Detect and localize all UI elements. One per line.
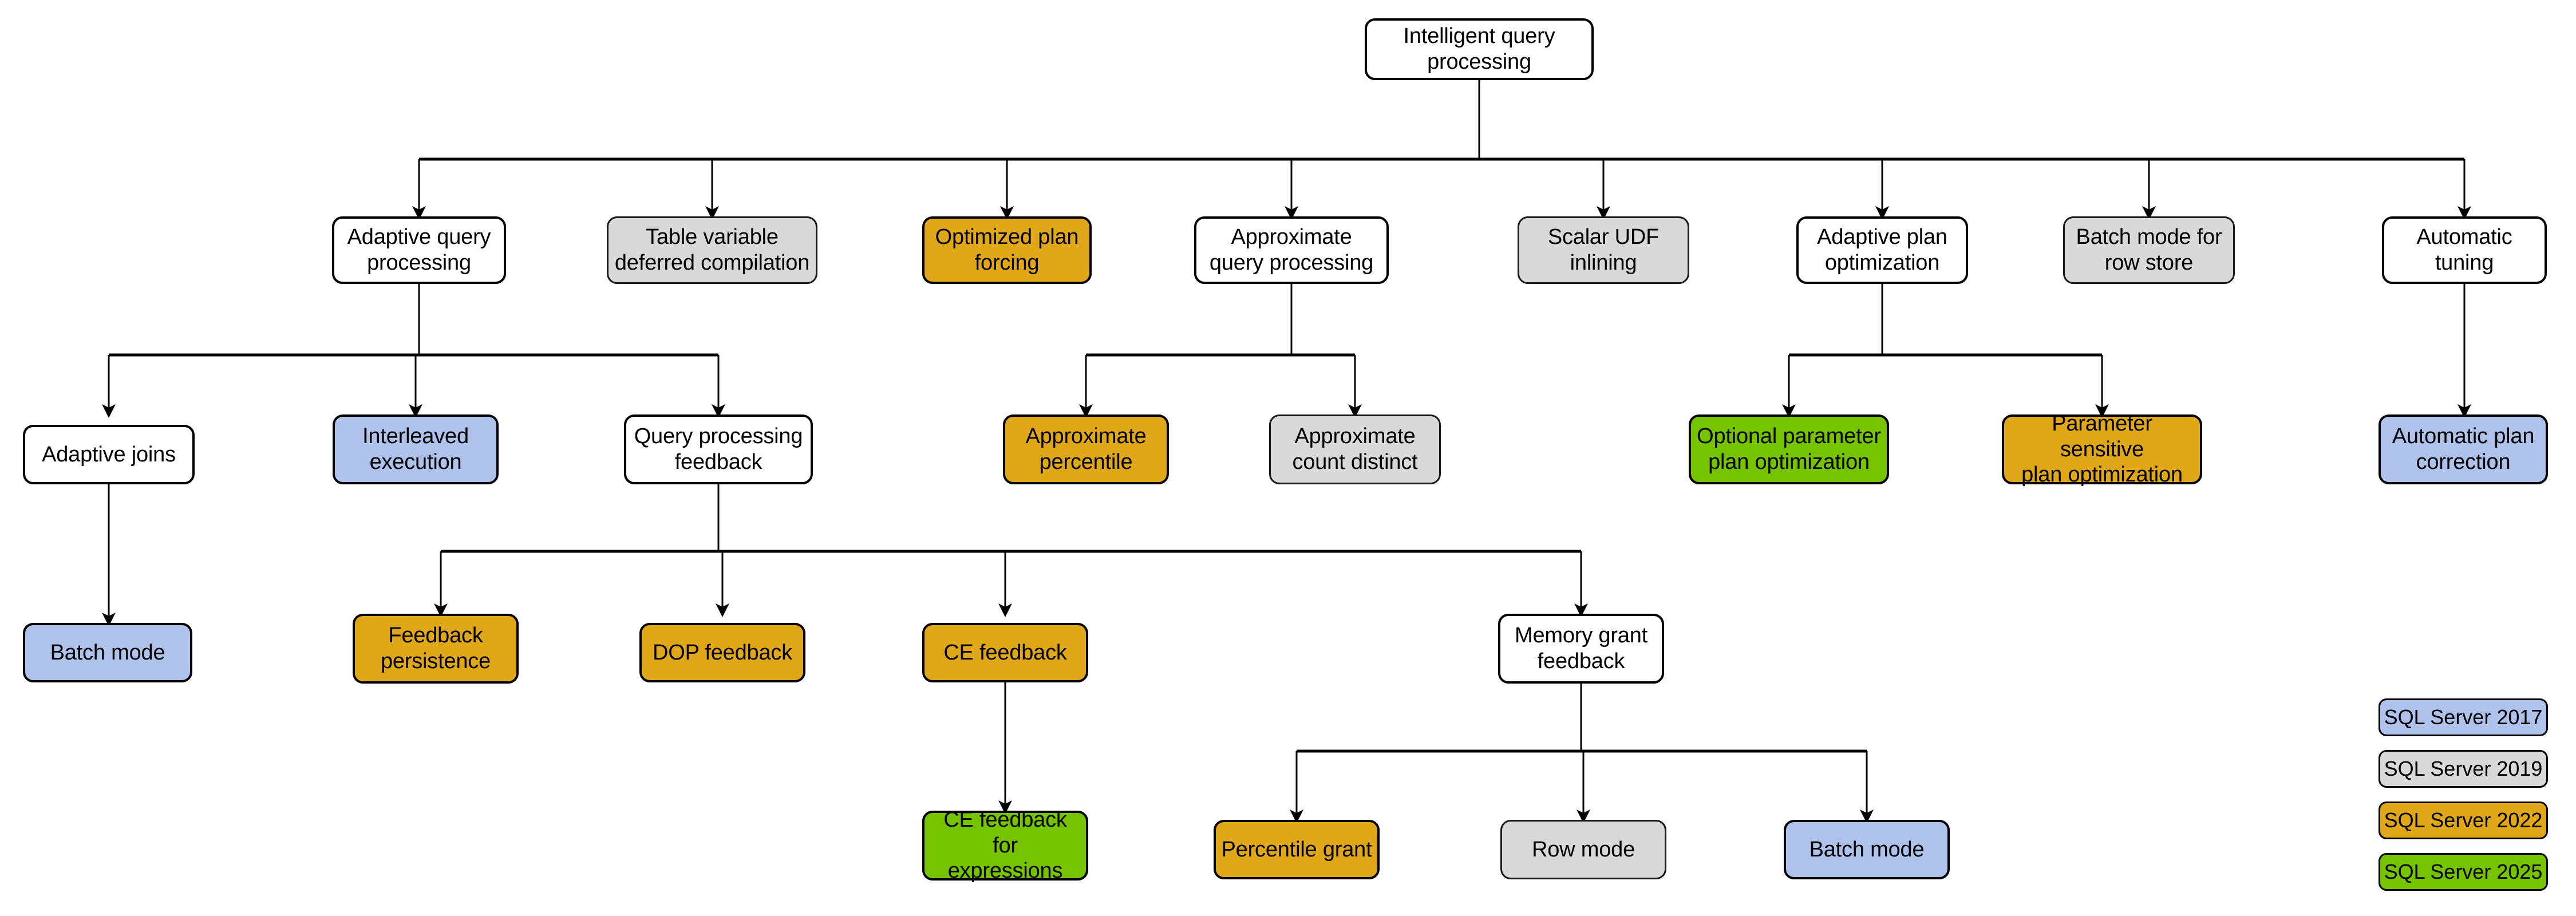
node-label: DOP feedback xyxy=(652,640,793,665)
node-rowmode[interactable]: Row mode xyxy=(1500,820,1666,879)
node-cefexpr[interactable]: CE feedback for expressions xyxy=(922,808,1088,883)
node-apo[interactable]: Adaptive plan optimization xyxy=(1796,216,1968,284)
node-tvdc[interactable]: Table variable deferred compilation xyxy=(607,216,817,284)
node-label: Automatic plan correction xyxy=(2392,424,2535,474)
node-pctgrant[interactable]: Percentile grant xyxy=(1214,820,1380,879)
node-autotune[interactable]: Automatic tuning xyxy=(2382,216,2547,284)
node-label: Approximate count distinct xyxy=(1292,424,1418,474)
legend-item-sql2017: SQL Server 2017 xyxy=(2379,698,2548,736)
node-label: Intelligent query processing xyxy=(1403,24,1555,74)
node-pspo[interactable]: Parameter sensitive plan optimization xyxy=(2002,412,2202,487)
node-batchmode2[interactable]: Batch mode xyxy=(1784,820,1950,879)
node-label: Adaptive joins xyxy=(42,442,176,467)
node-cefeedback[interactable]: CE feedback xyxy=(922,623,1088,682)
node-feedbackpers[interactable]: Feedback persistence xyxy=(353,614,519,684)
node-label: Query processing feedback xyxy=(634,424,803,474)
legend-item-sql2019: SQL Server 2019 xyxy=(2379,750,2548,788)
node-interleaved[interactable]: Interleaved execution xyxy=(333,414,499,484)
node-label: Optimized plan forcing xyxy=(935,225,1079,275)
node-label: Memory grant feedback xyxy=(1514,623,1647,673)
node-label: Interleaved execution xyxy=(362,424,469,474)
legend-item-sql2022: SQL Server 2022 xyxy=(2379,802,2548,839)
node-label: Batch mode xyxy=(1809,837,1925,862)
legend-label: SQL Server 2017 xyxy=(2384,705,2543,729)
node-label: Parameter sensitive plan optimization xyxy=(2021,411,2183,487)
node-qpf[interactable]: Query processing feedback xyxy=(624,414,813,484)
node-label: CE feedback xyxy=(943,640,1067,665)
node-label: Adaptive query processing xyxy=(347,225,491,275)
node-bmrs[interactable]: Batch mode for row store xyxy=(2063,216,2235,284)
node-label: Approximate query processing xyxy=(1209,225,1374,275)
node-batchmode1[interactable]: Batch mode xyxy=(23,623,192,682)
node-label: CE feedback for expressions xyxy=(943,807,1067,883)
node-label: Scalar UDF inlining xyxy=(1547,225,1660,275)
node-memgrant[interactable]: Memory grant feedback xyxy=(1498,614,1664,684)
node-label: Automatic tuning xyxy=(2416,225,2512,275)
node-label: Adaptive plan optimization xyxy=(1817,225,1947,275)
legend-label: SQL Server 2019 xyxy=(2384,757,2543,780)
node-label: Feedback persistence xyxy=(380,623,491,673)
node-aqp[interactable]: Adaptive query processing xyxy=(332,216,506,284)
node-label: Optional parameter plan optimization xyxy=(1697,424,1881,474)
node-oppo[interactable]: Optional parameter plan optimization xyxy=(1689,414,1889,484)
node-sudf[interactable]: Scalar UDF inlining xyxy=(1518,216,1689,284)
node-label: Batch mode for row store xyxy=(2076,225,2222,275)
node-dopfeedback[interactable]: DOP feedback xyxy=(639,623,805,682)
node-approxqp[interactable]: Approximate query processing xyxy=(1194,216,1389,284)
node-iqp[interactable]: Intelligent query processing xyxy=(1365,18,1594,80)
node-label: Approximate percentile xyxy=(1025,424,1147,474)
node-label: Percentile grant xyxy=(1221,837,1372,862)
node-label: Batch mode xyxy=(50,640,165,665)
node-approxcd[interactable]: Approximate count distinct xyxy=(1269,414,1441,484)
legend-label: SQL Server 2025 xyxy=(2384,860,2543,883)
legend-label: SQL Server 2022 xyxy=(2384,808,2543,832)
legend-item-sql2025: SQL Server 2025 xyxy=(2379,853,2548,891)
node-label: Table variable deferred compilation xyxy=(614,225,810,275)
node-label: Row mode xyxy=(1531,837,1635,862)
node-opf[interactable]: Optimized plan forcing xyxy=(922,216,1092,284)
node-adaptivejoins[interactable]: Adaptive joins xyxy=(23,425,195,484)
node-apc[interactable]: Automatic plan correction xyxy=(2379,414,2548,484)
node-approxpct[interactable]: Approximate percentile xyxy=(1003,414,1169,484)
